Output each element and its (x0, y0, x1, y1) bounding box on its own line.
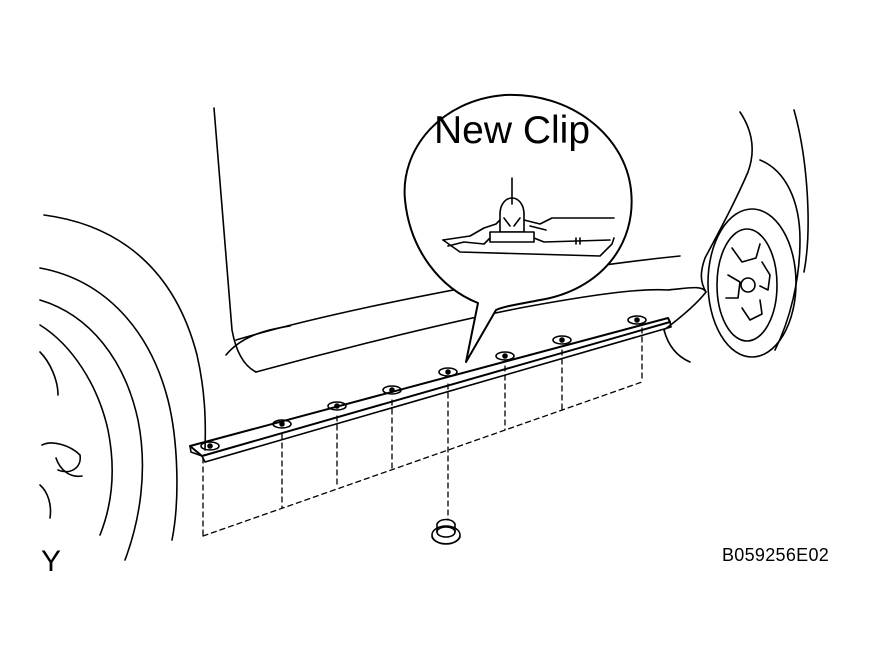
rear-wheel (707, 208, 797, 358)
dashed-guide-lines (202, 327, 643, 537)
view-letter: Y (41, 545, 62, 578)
rocker-panel-molding (189, 317, 672, 463)
rear-quarter (663, 109, 809, 363)
figure-code: B059256E02 (722, 545, 830, 565)
new-clip-part (431, 518, 461, 545)
molding-clips (200, 315, 647, 451)
callout-bubble (403, 93, 633, 363)
clip-detail (442, 177, 615, 257)
callout-label: New Clip (434, 109, 591, 152)
front-wheel (39, 214, 207, 561)
sill-line (667, 286, 707, 293)
